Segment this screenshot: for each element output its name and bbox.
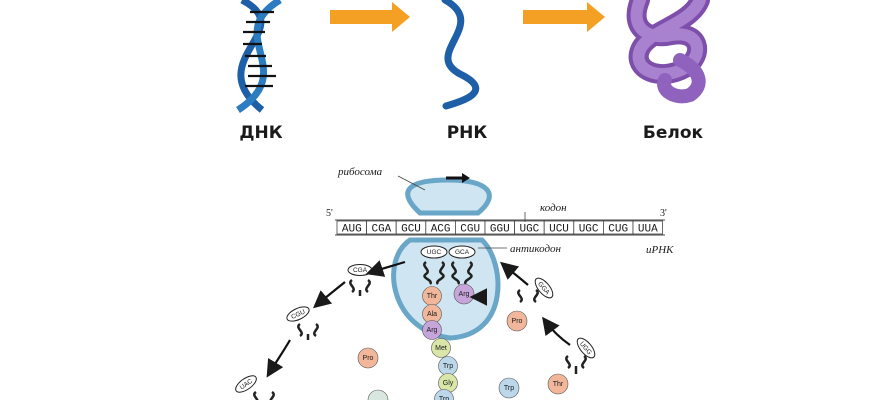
ribosome-pointer: [397, 175, 426, 191]
five-prime-label: 5': [326, 208, 333, 219]
free-amino-acid-1: [506, 310, 528, 332]
cycle-arrows: [266, 260, 571, 378]
free-amino-acid-2-label: Pro: [363, 355, 374, 362]
trna-free-1-anticodon: CGA: [353, 267, 368, 274]
trna-free-5: UGG: [565, 337, 596, 374]
chain-amino-acid-label: Arg: [427, 327, 438, 334]
protein-label: Белок: [643, 123, 704, 143]
ribosome-label: рибосома: [337, 166, 383, 178]
trna-free-3: UAC: [235, 375, 275, 400]
protein-knot-icon: [626, 0, 710, 104]
chain-amino-acid: [422, 320, 442, 340]
ribosome-icon: [391, 177, 501, 341]
dna-helix-icon: [236, 0, 282, 113]
trna-free-1: CGA: [347, 264, 373, 296]
chain-amino-acid-label: Met: [435, 345, 447, 352]
free-amino-acid-partial: [367, 389, 389, 400]
trna-site-1-anticodon: UGC: [427, 249, 442, 256]
site-amino-acid-label: Arg: [459, 291, 470, 298]
codon-box: [632, 220, 664, 235]
direction-arrow-icon: [446, 173, 470, 183]
codon-text: UGC: [579, 224, 599, 236]
free-amino-acid-3-label: Trp: [504, 385, 514, 392]
free-amino-acid-1-label: Pro: [512, 318, 523, 325]
codon-label: кодон: [540, 202, 567, 214]
free-amino-acid-3: [498, 377, 520, 399]
codon-text: CGU: [460, 224, 480, 236]
codon-text: GCU: [401, 224, 421, 236]
trna-site-2-anticodon: GCA: [455, 249, 470, 256]
chain-amino-acid: [431, 338, 451, 358]
arrow-rna-to-protein-icon: [523, 2, 605, 32]
three-prime-label: 3': [660, 208, 667, 219]
trna-site-1: UGC: [420, 245, 448, 285]
chain-amino-acid-label: Trp: [443, 363, 453, 370]
codon-text: CUG: [608, 224, 628, 236]
trna-free-4: GGA: [517, 277, 554, 304]
codon-text: UGC: [519, 224, 539, 236]
free-amino-acid-4: [547, 373, 569, 395]
arrow-dna-to-rna-icon: [330, 2, 410, 32]
codon-text: ACG: [431, 224, 451, 236]
chain-amino-acid: [434, 389, 454, 400]
chain-amino-acid-label: Ala: [427, 311, 437, 318]
dna-label: ДНК: [239, 123, 282, 143]
anticodon-label: антикодон: [510, 243, 562, 255]
trna-free-2: CGU: [286, 306, 319, 340]
codon-text: UUA: [638, 224, 658, 236]
codon-text: UCU: [549, 224, 569, 236]
mrna-strand: [335, 219, 665, 236]
mrna-label: иРНК: [646, 244, 674, 256]
rna-label: РНК: [447, 123, 488, 143]
codon-text: CGA: [371, 224, 391, 236]
trna-site-2: GCA: [448, 245, 476, 285]
chain-amino-acid-label: Thr: [427, 293, 438, 300]
rna-strand-icon: [441, 0, 480, 110]
codon-text: GGU: [490, 224, 510, 236]
chain-amino-acid-label: Gly: [443, 380, 454, 387]
codon-row: AUG CGA GCU ACG CGU GGU UGC UCU UGC CUG UUA: [336, 220, 664, 236]
chain-amino-acid-label: Trp: [439, 396, 449, 400]
codon-text: AUG: [342, 224, 362, 236]
free-amino-acid-2: [357, 347, 379, 369]
free-amino-acid-4-label: Thr: [553, 381, 564, 388]
